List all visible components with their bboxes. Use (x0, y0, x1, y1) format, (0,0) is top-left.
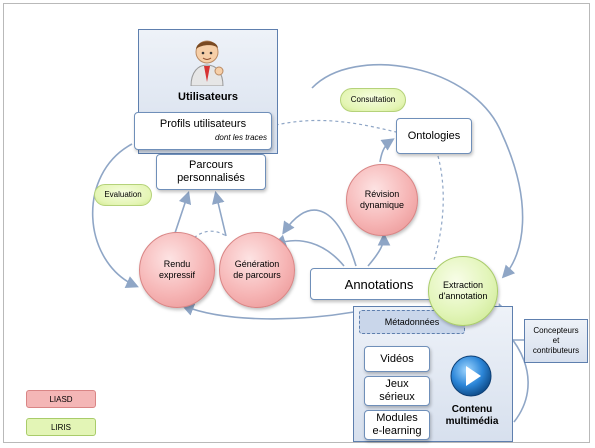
videos-label: Vidéos (380, 352, 414, 365)
consultation-cloud: Consultation (340, 88, 406, 112)
ontologies-box: Ontologies (396, 118, 472, 154)
revision-line1: Révision (364, 189, 400, 199)
videos-box: Vidéos (364, 346, 430, 372)
concepteurs-line3: contributeurs (532, 346, 580, 355)
arrow-annotations-to-revision (367, 232, 391, 267)
dashed-ontologies-extraction (433, 155, 444, 261)
profils-note: dont les traces (214, 133, 267, 142)
modules-elearning-box: Modules e-learning (364, 410, 430, 440)
revision-dynamique-circle: Révision dynamique (346, 164, 418, 236)
contenu-line2: multimédia (445, 416, 499, 427)
concepteurs-connector (513, 339, 524, 341)
concepteurs-box: Concepteurs et contributeurs (524, 319, 588, 363)
legend-liasd-label: LIASD (49, 394, 73, 404)
generation-parcours-circle: Génération de parcours (219, 232, 295, 308)
metadonnees-label: Métadonnées (384, 316, 440, 327)
concepteurs-line2: et (552, 336, 560, 345)
arrow-revision-to-ontologies (379, 138, 395, 163)
rendu-line1: Rendu (163, 259, 191, 269)
contenu-line1: Contenu (451, 404, 493, 415)
contenu-label: Contenu multimédia (432, 404, 512, 428)
jeux-line2: sérieux (379, 391, 415, 403)
diagram-frame: Utilisateurs Profils utilisateurs dont l… (3, 3, 590, 443)
modules-line2: e-learning (372, 425, 422, 437)
extraction-annotation-circle: Extraction d'annotation (428, 256, 498, 326)
legend-liris: LIRIS (26, 418, 96, 436)
rendu-line2: expressif (158, 270, 195, 280)
parcours-line2: personnalisés (177, 172, 245, 184)
annotations-box: Annotations (310, 268, 448, 300)
evaluation-cloud: Evaluation (94, 184, 152, 206)
revision-line2: dynamique (359, 200, 405, 210)
profils-label: Profils utilisateurs (159, 118, 247, 130)
profils-utilisateurs-box: Profils utilisateurs dont les traces (134, 112, 272, 150)
rendu-expressif-circle: Rendu expressif (139, 232, 215, 308)
generation-line1: Génération (234, 259, 280, 269)
legend-liasd: LIASD (26, 390, 96, 408)
consultation-label: Consultation (350, 95, 396, 104)
generation-line2: de parcours (233, 270, 281, 280)
dashed-rendu-generation (189, 230, 227, 243)
evaluation-label: Evaluation (104, 190, 142, 199)
arrow-users-to-rendu (91, 143, 139, 288)
arrow-generation-to-parcours (211, 190, 227, 237)
jeux-line1: Jeux (385, 378, 409, 390)
arrow-ontologies-to-users (311, 63, 524, 279)
parcours-personnalises-box: Parcours personnalisés (156, 154, 266, 190)
parcours-line1: Parcours (188, 159, 234, 171)
jeux-serieux-box: Jeux sérieux (364, 376, 430, 406)
user-avatar-icon (190, 40, 224, 86)
extraction-line1: Extraction (442, 280, 484, 290)
play-icon (450, 355, 492, 397)
annotations-label: Annotations (344, 276, 414, 292)
users-title: Utilisateurs (178, 91, 238, 103)
arrow-annotations-to-users (282, 209, 357, 267)
extraction-line2: d'annotation (438, 291, 488, 301)
ontologies-label: Ontologies (407, 129, 461, 142)
arrow-contenu-to-rendu (181, 303, 355, 320)
legend-liris-label: LIRIS (50, 422, 71, 432)
concepteurs-line1: Concepteurs (533, 326, 579, 335)
modules-line1: Modules (376, 412, 418, 424)
arrow-rendu-to-parcours (173, 190, 192, 237)
dashed-parcours-ontologies (263, 119, 397, 133)
